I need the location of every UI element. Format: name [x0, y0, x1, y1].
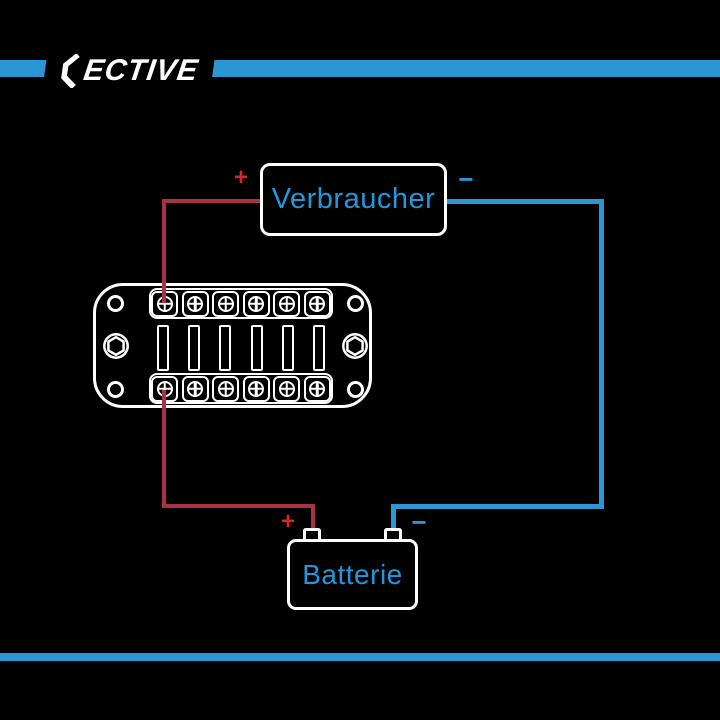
negative-wire-segment: [391, 504, 396, 532]
phillips-screw-icon: [248, 295, 265, 312]
positive-wire-segment: [162, 199, 260, 203]
battery-box: Batterie: [287, 539, 418, 610]
battery-minus-label: −: [411, 507, 427, 537]
consumer-label: Verbraucher: [271, 183, 436, 215]
phillips-screw-icon: [187, 295, 204, 312]
battery-label: Batterie: [302, 558, 403, 590]
phillips-screw-icon: [217, 380, 234, 397]
mount-hole-icon: [346, 380, 364, 398]
fuse-icon: [312, 325, 325, 371]
screw-terminal: [273, 375, 301, 402]
negative-wire-segment: [391, 504, 604, 509]
footer-stripe: [0, 653, 720, 661]
fuse-icon: [250, 325, 263, 371]
brand-name: ECTIVE: [81, 53, 201, 87]
positive-wire-segment: [162, 390, 166, 508]
phillips-screw-icon: [278, 380, 295, 397]
screw-terminal: [212, 290, 240, 317]
screw-terminal: [212, 375, 240, 402]
phillips-screw-icon: [217, 295, 234, 312]
screw-terminal: [181, 290, 209, 317]
negative-wire-segment: [447, 199, 604, 204]
hex-bolt-icon: [103, 333, 129, 359]
fuse-icon: [157, 325, 169, 371]
phillips-screw-icon: [278, 295, 295, 312]
fuse-row: [149, 325, 333, 371]
bottom-terminal-strip: [149, 373, 333, 404]
negative-wire-segment: [599, 199, 604, 509]
brand-logo: ECTIVE: [42, 50, 216, 91]
consumer-box: Verbraucher: [260, 163, 447, 236]
screw-terminal: [242, 375, 270, 402]
positive-wire-segment: [311, 504, 315, 532]
consumer-plus-label: +: [233, 164, 249, 191]
fuse-icon: [281, 325, 294, 371]
phillips-screw-icon: [248, 380, 265, 397]
fuse-icon: [188, 325, 201, 371]
phillips-screw-icon: [309, 380, 326, 397]
phillips-screw-icon: [309, 295, 326, 312]
screw-terminal: [303, 290, 331, 317]
screw-terminal: [181, 375, 209, 402]
screw-terminal: [242, 290, 270, 317]
brand-bracket-icon: [61, 53, 80, 88]
phillips-screw-icon: [187, 380, 204, 397]
top-terminal-strip: [149, 288, 333, 319]
screw-terminal: [303, 375, 331, 402]
screw-terminal: [273, 290, 301, 317]
mount-hole-icon: [106, 294, 124, 312]
hex-bolt-icon: [342, 333, 368, 359]
battery-plus-label: +: [280, 508, 296, 535]
positive-wire-segment: [162, 199, 166, 303]
fuse-block: [93, 283, 372, 408]
positive-wire-segment: [162, 504, 315, 508]
fuse-icon: [219, 325, 232, 371]
consumer-minus-label: −: [458, 164, 474, 194]
mount-hole-icon: [346, 294, 364, 312]
mount-hole-icon: [106, 380, 124, 398]
